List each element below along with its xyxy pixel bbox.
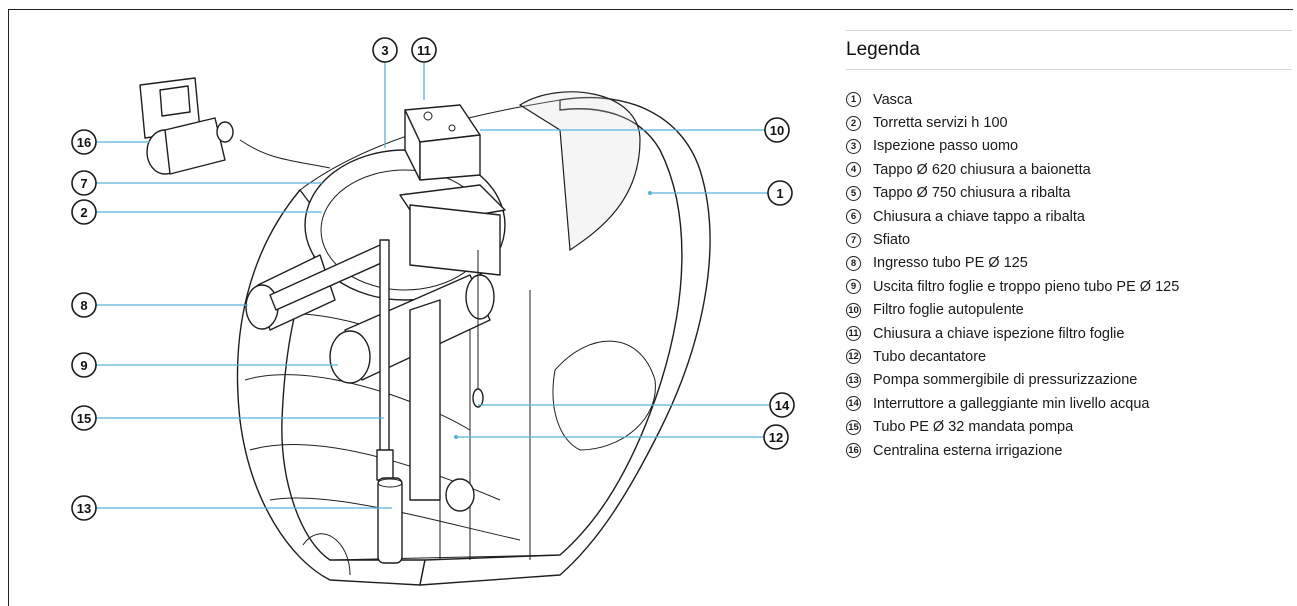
legend-item-label: Sfiato bbox=[873, 232, 911, 249]
legend-item-label: Chiusura a chiave ispezione filtro fogli… bbox=[873, 325, 1125, 342]
legend-item: 6 Chiusura a chiave tappo a ribalta bbox=[846, 205, 1292, 228]
legend-number-badge: 4 bbox=[846, 162, 861, 178]
callout-10-label: 10 bbox=[770, 123, 784, 138]
leader-lines bbox=[96, 62, 770, 509]
callout-10: 10 bbox=[764, 117, 790, 143]
callout-7: 7 bbox=[71, 170, 97, 196]
legend-item-label: Uscita filtro foglie e troppo pieno tubo… bbox=[873, 278, 1180, 295]
legend-item: 7 Sfiato bbox=[846, 228, 1292, 251]
legend-item: 9 Uscita filtro foglie e troppo pieno tub… bbox=[846, 275, 1292, 298]
submersible-pump bbox=[377, 477, 403, 564]
legend-bottom-rule bbox=[846, 69, 1292, 70]
legend-item-label: Tubo decantatore bbox=[873, 348, 987, 365]
legend-number-badge: 9 bbox=[846, 279, 861, 295]
legend-number-badge: 8 bbox=[846, 255, 861, 271]
legend-item: 15 Tubo PE Ø 32 mandata pompa bbox=[846, 415, 1292, 438]
callout-8-label: 8 bbox=[80, 298, 87, 313]
legend-number-badge: 2 bbox=[846, 115, 861, 131]
legend-item: 8 Ingresso tubo PE Ø 125 bbox=[846, 252, 1292, 275]
legend-number-badge: 15 bbox=[846, 419, 861, 435]
legend-item: 1 Vasca bbox=[846, 88, 1292, 111]
legend-list: 1 Vasca 2 Torretta servizi h 100 3 Ispezion… bbox=[846, 88, 1292, 462]
callout-8: 8 bbox=[71, 292, 97, 318]
legend-title: Legenda bbox=[846, 39, 920, 60]
callout-1-label: 1 bbox=[776, 186, 783, 201]
legend-item-label: Ingresso tubo PE Ø 125 bbox=[873, 255, 1028, 272]
decanter-tube bbox=[409, 299, 475, 512]
callout-12: 12 bbox=[763, 424, 789, 450]
legend-number-badge: 5 bbox=[846, 185, 861, 201]
callout-14-label: 14 bbox=[775, 398, 790, 413]
legend-item: 11 Chiusura a chiave ispezione filtro fog… bbox=[846, 322, 1292, 345]
legend-number-badge: 14 bbox=[846, 396, 861, 412]
legend-item-label: Interruttore a galleggiante min livello … bbox=[873, 395, 1150, 412]
callout-9: 9 bbox=[71, 352, 97, 378]
legend-number-badge: 12 bbox=[846, 349, 861, 365]
legend-item-label: Pompa sommergibile di pressurizzazione bbox=[873, 372, 1138, 389]
legend-number-badge: 3 bbox=[846, 138, 861, 154]
legend-item-label: Filtro foglie autopulente bbox=[873, 302, 1024, 319]
legend-number-badge: 1 bbox=[846, 92, 861, 108]
legend-item: 5 Tappo Ø 750 chiusura a ribalta bbox=[846, 182, 1292, 205]
legend-item-label: Ispezione passo uomo bbox=[873, 138, 1019, 155]
legend-item-label: Chiusura a chiave tappo a ribalta bbox=[873, 208, 1085, 225]
legend-item: 4 Tappo Ø 620 chiusura a baionetta bbox=[846, 158, 1292, 181]
callout-12-label: 12 bbox=[769, 430, 783, 445]
legend-number-badge: 10 bbox=[846, 302, 861, 318]
callout-16-label: 16 bbox=[77, 135, 91, 150]
callout-9-label: 9 bbox=[80, 358, 87, 373]
legend-top-rule bbox=[846, 30, 1292, 31]
legend-item: 3 Ispezione passo uomo bbox=[846, 135, 1292, 158]
figure-frame bbox=[8, 9, 1293, 606]
legend-item-label: Tappo Ø 750 chiusura a ribalta bbox=[873, 185, 1071, 202]
legend-item-label: Torretta servizi h 100 bbox=[873, 115, 1008, 132]
legend-item: 13 Pompa sommergibile di pressurizzazione bbox=[846, 369, 1292, 392]
callout-11-label: 11 bbox=[417, 43, 431, 58]
legend-item-label: Tubo PE Ø 32 mandata pompa bbox=[873, 419, 1074, 436]
tank-diagram: 3 11 16 10 7 1 2 8 9 15 14 12 bbox=[71, 37, 795, 586]
callout-3-label: 3 bbox=[381, 43, 388, 58]
callout-16: 16 bbox=[71, 129, 97, 155]
callout-13-label: 13 bbox=[77, 501, 91, 516]
legend-number-badge: 11 bbox=[846, 326, 861, 342]
legend-number-badge: 13 bbox=[846, 372, 861, 388]
float-switch bbox=[472, 250, 484, 408]
inlet-pipe bbox=[245, 244, 389, 331]
legend-panel: Legenda 1 Vasca 2 Torretta servizi h 100 3… bbox=[846, 30, 1292, 462]
legend-item: 12 Tubo decantatore bbox=[846, 345, 1292, 368]
callout-2-label: 2 bbox=[80, 205, 87, 220]
external-pump-unit bbox=[139, 77, 331, 175]
callout-11: 11 bbox=[411, 37, 437, 63]
leaf-filter bbox=[404, 104, 481, 181]
legend-item-label: Centralina esterna irrigazione bbox=[873, 442, 1063, 459]
legend-number-badge: 7 bbox=[846, 232, 861, 248]
callout-3: 3 bbox=[372, 37, 398, 63]
callout-1: 1 bbox=[767, 180, 793, 206]
legend-item: 14 Interruttore a galleggiante min livell… bbox=[846, 392, 1292, 415]
callout-15-label: 15 bbox=[77, 411, 91, 426]
legend-item: 10 Filtro foglie autopulente bbox=[846, 299, 1292, 322]
callout-15: 15 bbox=[71, 405, 97, 431]
legend-item-label: Tappo Ø 620 chiusura a baionetta bbox=[873, 161, 1091, 178]
legend-item: 2 Torretta servizi h 100 bbox=[846, 111, 1292, 134]
delivery-pipe bbox=[376, 239, 394, 481]
callout-14: 14 bbox=[769, 392, 795, 418]
callout-13: 13 bbox=[71, 495, 97, 521]
legend-item: 16 Centralina esterna irrigazione bbox=[846, 439, 1292, 462]
callout-2: 2 bbox=[71, 199, 97, 225]
legend-item-label: Vasca bbox=[873, 91, 913, 108]
callout-7-label: 7 bbox=[80, 176, 87, 191]
legend-number-badge: 6 bbox=[846, 209, 861, 225]
legend-number-badge: 16 bbox=[846, 443, 861, 459]
